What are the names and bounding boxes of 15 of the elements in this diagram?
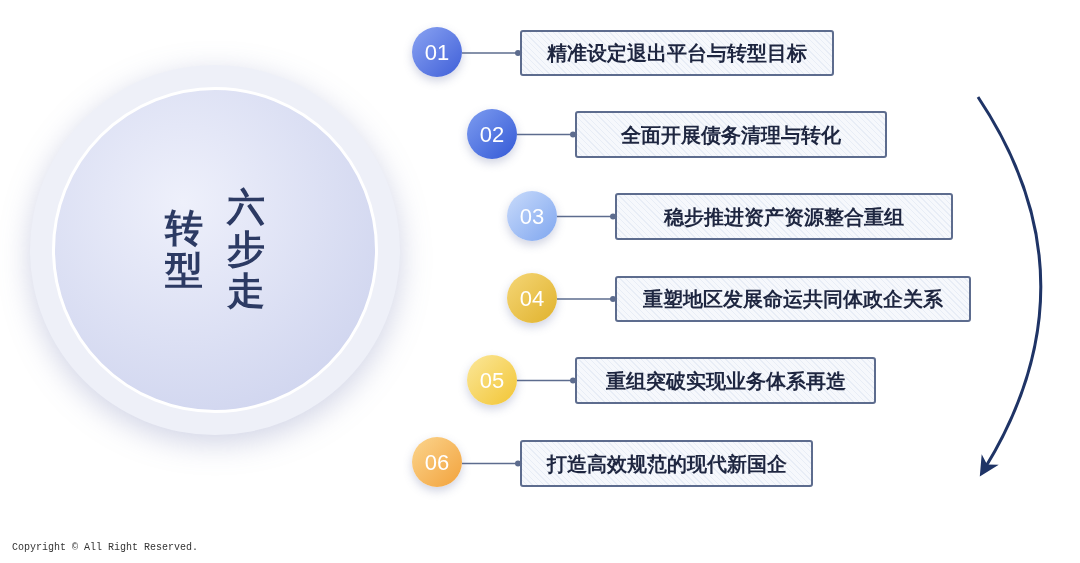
step-box: 精准设定退出平台与转型目标 [520,30,834,76]
title-text: 六步走 [227,187,265,313]
connector-line [461,460,521,467]
connector-line [556,296,616,302]
connector-line [516,377,576,384]
connector-line [516,131,576,138]
connector-line [556,213,616,220]
step-box: 重塑地区发展命运共同体政企关系 [615,276,971,322]
title-text: 转型 [165,208,203,292]
copyright-text: Copyright © All Right Reserved. [12,541,199,555]
connector-line [461,50,521,56]
step-box: 打造高效规范的现代新国企 [520,440,813,487]
step-box: 稳步推进资产资源整合重组 [615,193,953,240]
step-box: 全面开展债务清理与转化 [575,111,887,158]
step-box: 重组突破实现业务体系再造 [575,357,876,404]
